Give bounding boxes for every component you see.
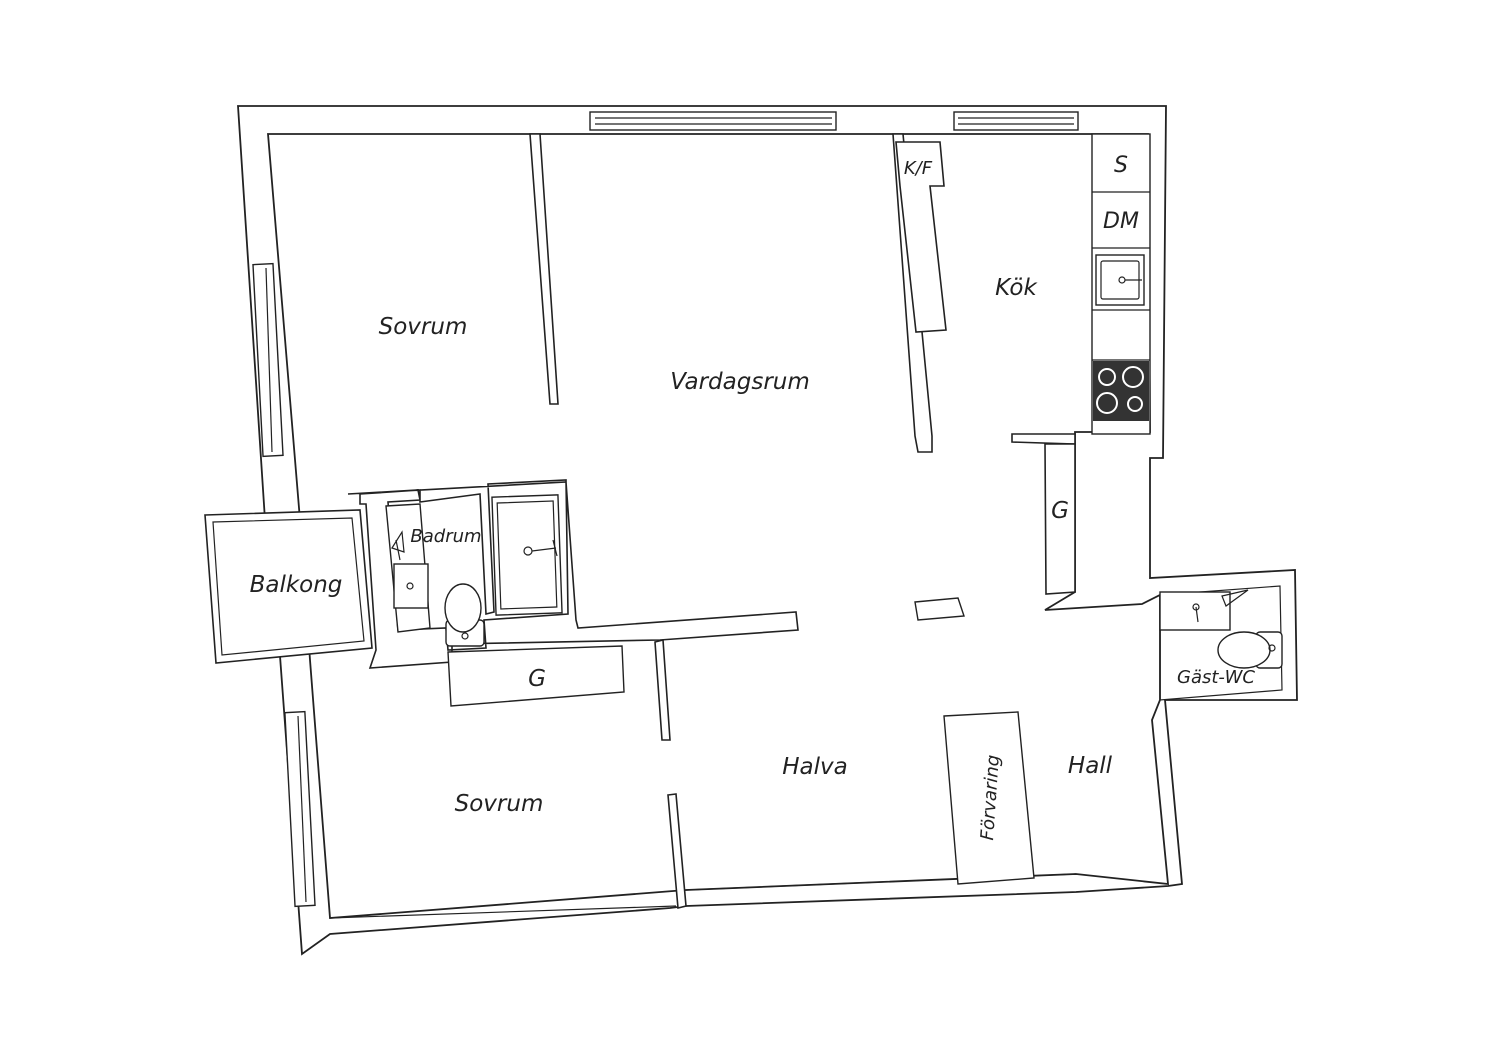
window-sovrum-bottom (284, 710, 316, 908)
wall-sovrum-vardagsrum (529, 133, 559, 405)
label-halva: Halva (782, 754, 848, 780)
label-garderob-bottom: G (528, 666, 546, 692)
window-sovrum-top (252, 262, 284, 458)
window-kok (953, 111, 1079, 131)
label-garderob-hall: G (1051, 498, 1069, 524)
bathroom-basin-icon (393, 563, 429, 609)
kitchen-fridge-unit (895, 141, 947, 333)
label-sovrum-bottom: Sovrum (455, 791, 544, 817)
guest-basin-icon (1159, 591, 1231, 631)
label-sovrum-top: Sovrum (379, 314, 468, 340)
label-gast-wc: Gäst-WC (1177, 667, 1255, 688)
label-kok: Kök (995, 275, 1038, 301)
shaft (914, 597, 965, 621)
storage-unit (943, 711, 1035, 885)
label-badrum: Badrum (410, 526, 481, 547)
window-vardagsrum (589, 111, 837, 131)
label-vardagsrum: Vardagsrum (670, 369, 810, 395)
wall-sovrum-halva-top (654, 638, 671, 741)
wardrobe-bottom (447, 645, 625, 707)
balcony (204, 509, 373, 664)
wall-sovrum-halva-bottom (667, 793, 687, 910)
wardrobe-hall (1044, 443, 1076, 595)
wall-hall-top (1011, 433, 1076, 445)
label-dm: DM (1103, 209, 1139, 234)
label-kf: K/F (904, 158, 933, 179)
label-balkong: Balkong (250, 572, 343, 598)
label-s: S (1114, 153, 1128, 178)
label-hall: Hall (1068, 753, 1113, 779)
